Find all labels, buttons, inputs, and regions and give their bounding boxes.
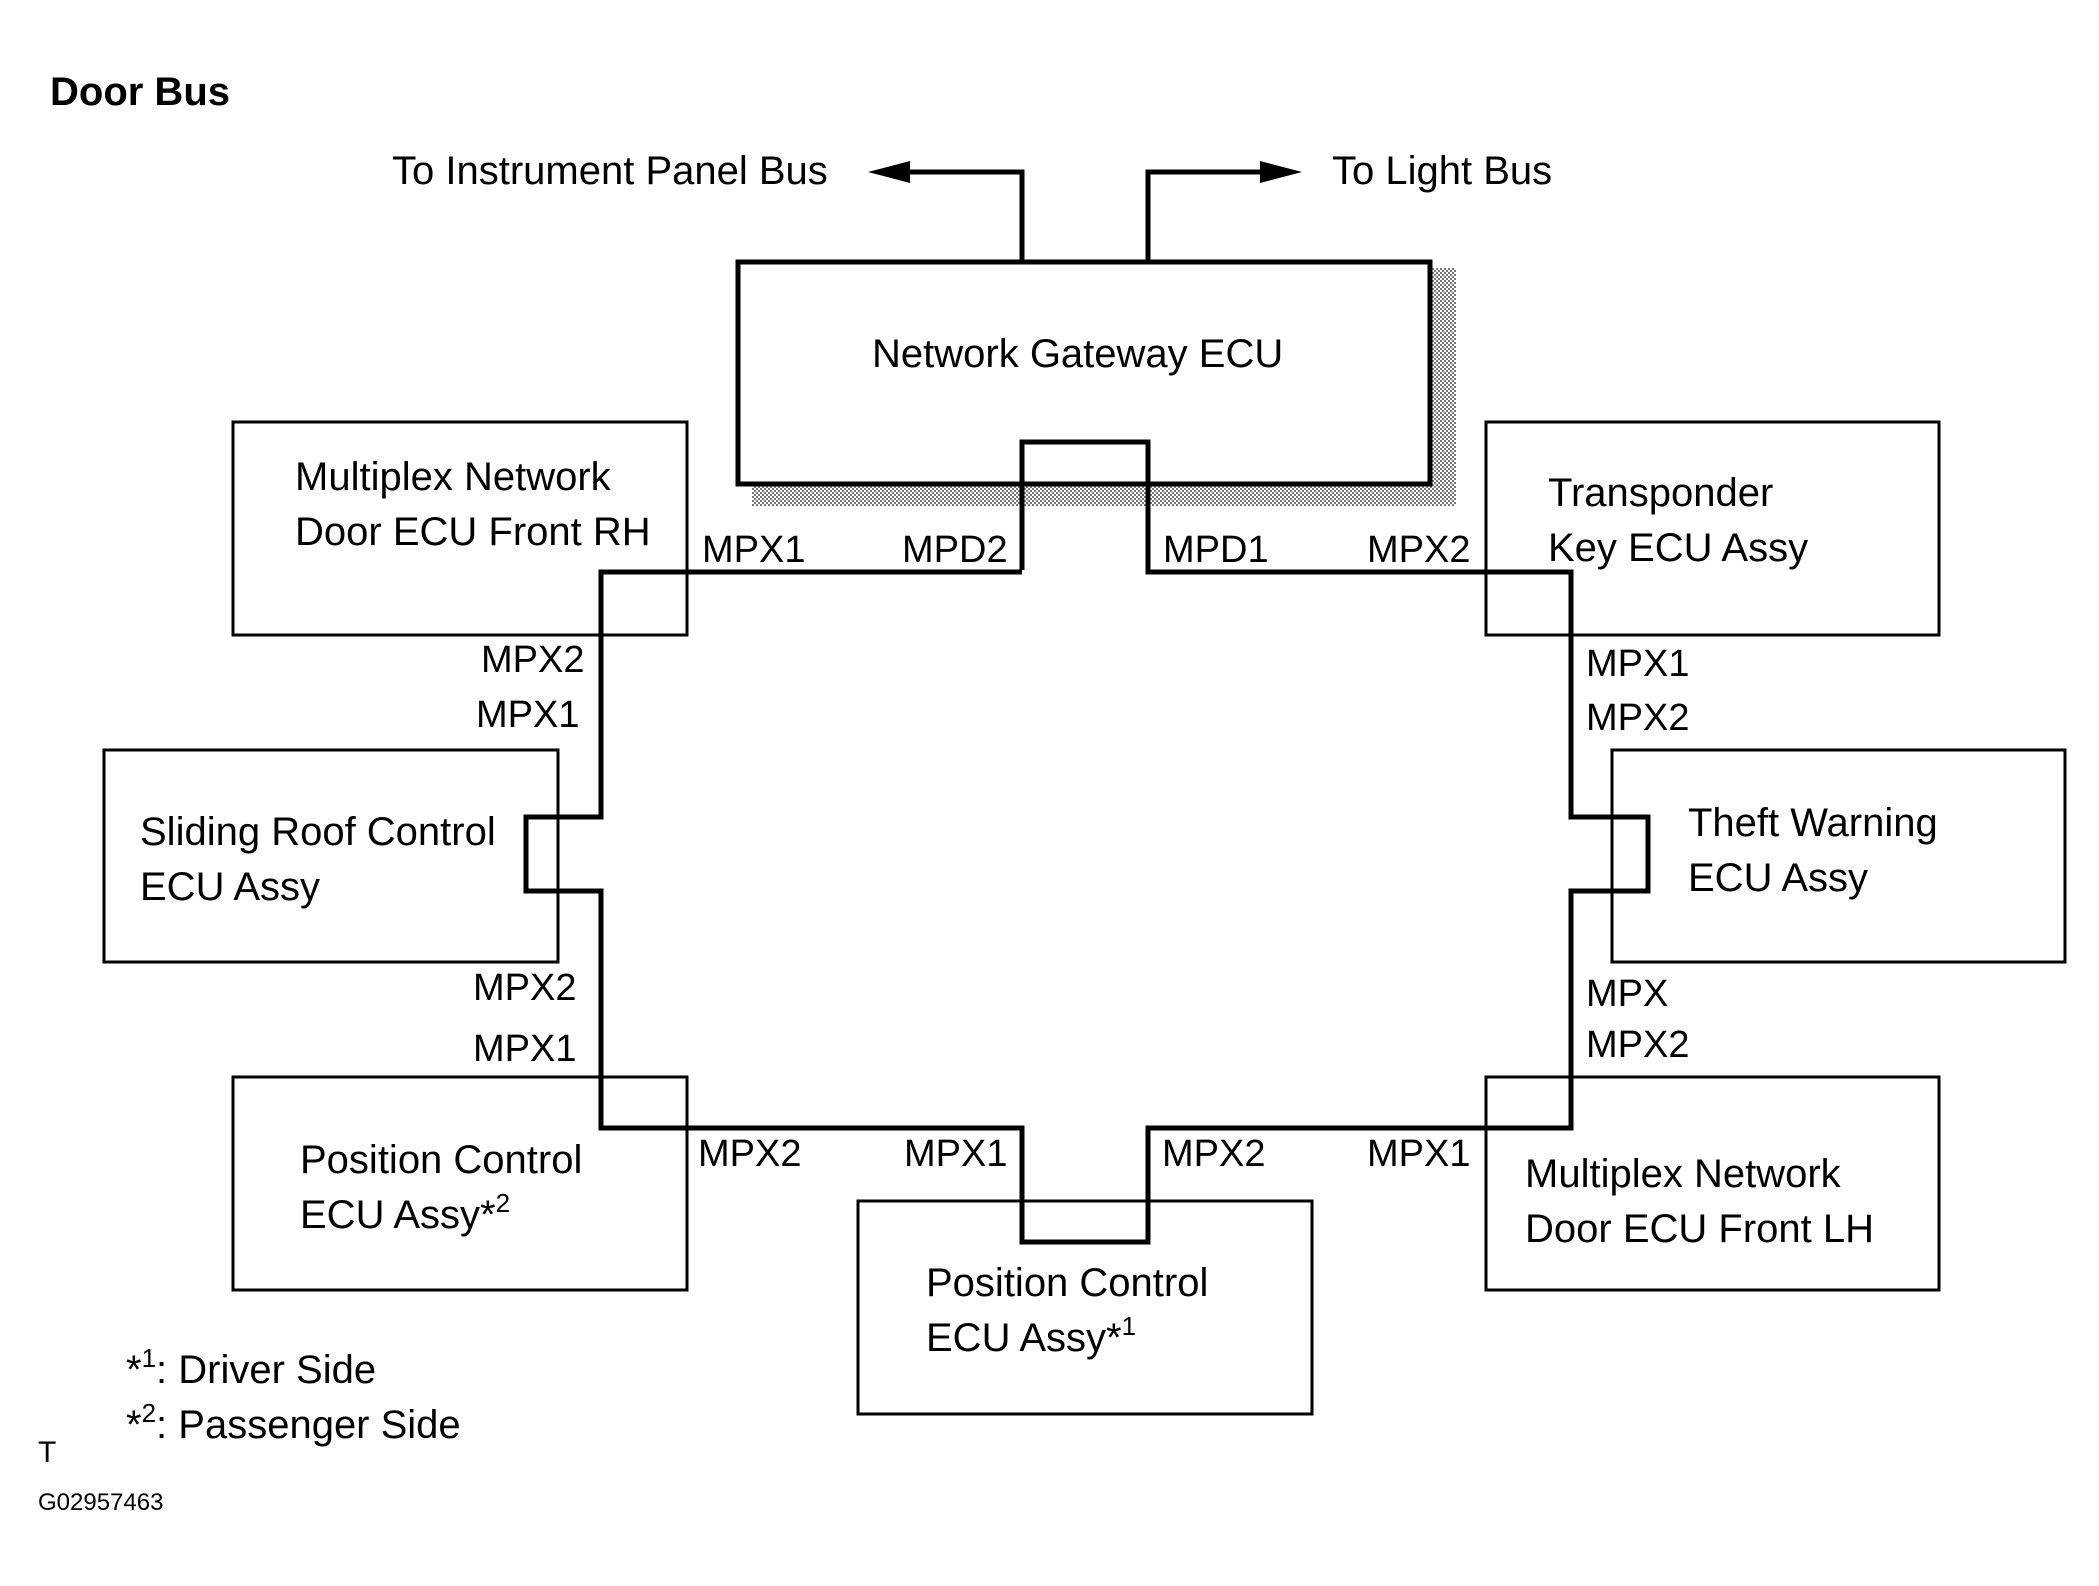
- position-passenger-label-1: Position Control: [300, 1138, 582, 1182]
- pin-gateway-mpd1: MPD1: [1163, 529, 1269, 571]
- door-lh-label-2: Door ECU Front LH: [1525, 1207, 1874, 1251]
- pin-position-passenger-mpx1: MPX1: [473, 1028, 576, 1070]
- pin-theft-warning-mpx2: MPX2: [1586, 697, 1689, 739]
- theft-warning-label-1: Theft Warning: [1688, 801, 1938, 845]
- gateway-label: Network Gateway ECU: [872, 332, 1283, 376]
- pin-door-rh-mpx2: MPX2: [481, 639, 584, 681]
- door-lh-label-1: Multiplex Network: [1525, 1152, 1842, 1196]
- door-rh-label-1: Multiplex Network: [295, 455, 612, 499]
- figure-code: G02957463: [38, 1489, 163, 1516]
- door-rh-label-2: Door ECU Front RH: [295, 510, 651, 554]
- bus-wire-ring: [523, 439, 1651, 1245]
- pin-transponder-mpx1: MPX1: [1586, 643, 1689, 685]
- ecu-position-control-passenger-box: [231, 1075, 689, 1292]
- ecu-network-gateway-box: [735, 259, 1433, 487]
- pin-theft-warning-mpx: MPX: [1586, 973, 1668, 1015]
- ecu-door-front-lh-box: [1484, 1075, 1941, 1292]
- transponder-label-2: Key ECU Assy: [1548, 526, 1808, 570]
- position-driver-label-1: Position Control: [926, 1261, 1208, 1305]
- pin-door-rh-mpx1: MPX1: [702, 529, 805, 571]
- sliding-roof-label-1: Sliding Roof Control: [140, 810, 496, 854]
- footnote-passenger-side: *2: Passenger Side: [126, 1398, 461, 1447]
- pin-door-lh-mpx2: MPX2: [1586, 1024, 1689, 1066]
- ecu-transponder-key-box: [1484, 420, 1941, 637]
- pin-position-driver-mpx2: MPX2: [1162, 1133, 1265, 1175]
- footer-letter: T: [38, 1436, 56, 1469]
- pin-position-passenger-mpx2: MPX2: [698, 1133, 801, 1175]
- pin-position-driver-mpx1: MPX1: [904, 1133, 1007, 1175]
- sliding-roof-label-2: ECU Assy: [140, 865, 320, 909]
- footnote-driver-side: *1: Driver Side: [126, 1343, 376, 1392]
- pin-gateway-mpd2: MPD2: [902, 529, 1008, 571]
- ecu-position-control-driver-box: [856, 1199, 1314, 1416]
- arrow-label-light-bus: To Light Bus: [1332, 149, 1552, 193]
- ecu-sliding-roof-box: [102, 748, 560, 964]
- position-driver-label-2: ECU Assy*1: [926, 1311, 1136, 1360]
- theft-warning-label-2: ECU Assy: [1688, 856, 1868, 900]
- pin-door-lh-mpx1: MPX1: [1367, 1133, 1470, 1175]
- bus-line-light: [1145, 169, 1270, 262]
- ecu-door-front-rh-box: [231, 420, 689, 637]
- pin-sliding-roof-mpx2: MPX2: [473, 967, 576, 1009]
- diagram-title: Door Bus: [50, 70, 230, 114]
- pin-transponder-mpx2: MPX2: [1367, 529, 1470, 571]
- ecu-theft-warning-box: [1610, 748, 2067, 964]
- arrow-label-instrument-panel-bus: To Instrument Panel Bus: [392, 149, 828, 193]
- arrow-left-icon: [868, 161, 910, 183]
- gateway-shadow-bottom: [752, 484, 1456, 506]
- pin-sliding-roof-mpx1: MPX1: [476, 694, 579, 736]
- transponder-label-1: Transponder: [1548, 471, 1773, 515]
- bus-line-instrument-panel: [898, 169, 1025, 262]
- position-passenger-label-2: ECU Assy*2: [300, 1188, 510, 1237]
- arrow-right-icon: [1260, 161, 1302, 183]
- gateway-shadow: [1430, 268, 1456, 506]
